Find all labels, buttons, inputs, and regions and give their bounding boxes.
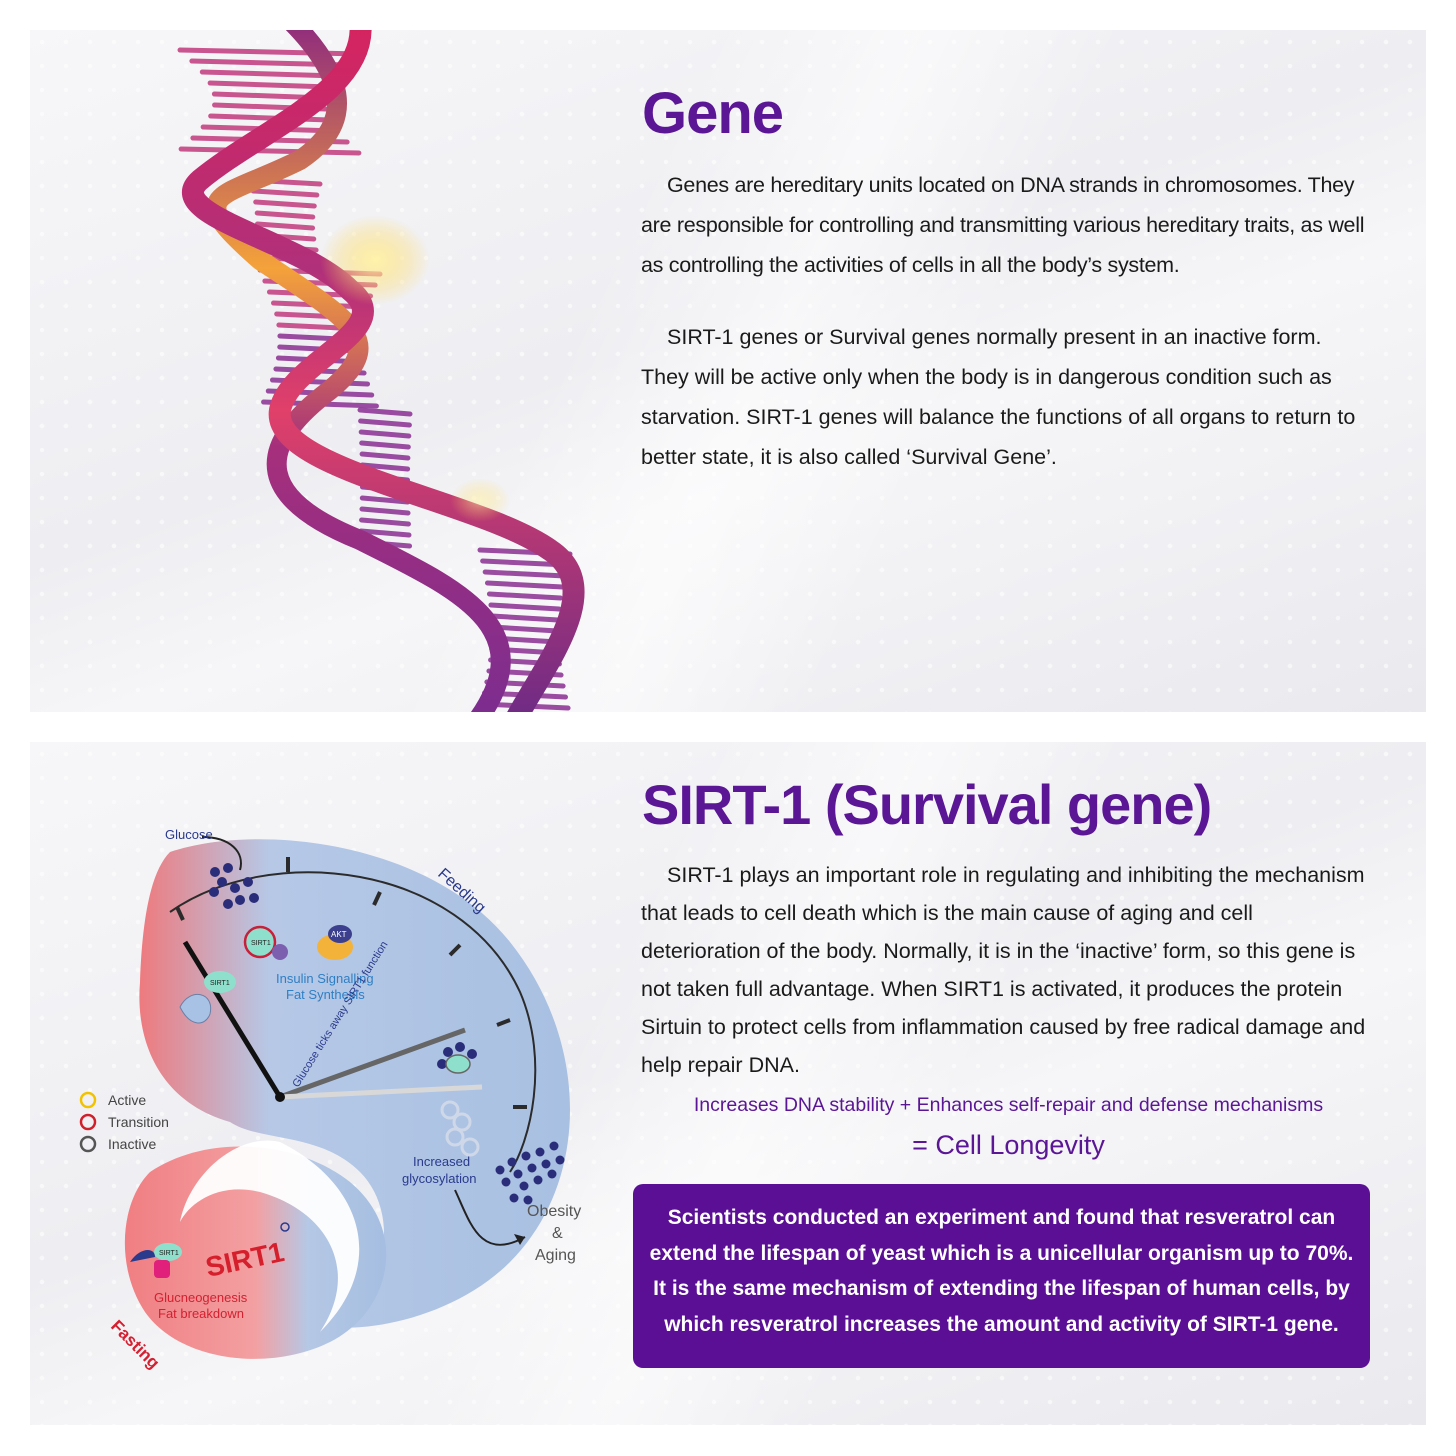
gene-paragraph-2: SIRT-1 genes or Survival genes normally … — [641, 325, 1356, 469]
aging-label: Aging — [535, 1247, 576, 1264]
dna-strand-front — [182, 30, 585, 712]
dna-rung — [199, 69, 341, 79]
dna-rung — [489, 624, 561, 634]
dna-rung — [177, 47, 363, 57]
sirt1-active-protein — [204, 971, 236, 993]
gene-title: Gene — [642, 81, 784, 146]
legend-transition: Transition — [108, 1114, 169, 1130]
gene-section: Gene Genes are hereditary units located … — [30, 30, 1426, 712]
sirt1-paragraph: SIRT-1 plays an important role in regula… — [641, 863, 1366, 1077]
legend-inactive: Inactive — [108, 1136, 156, 1152]
akt-protein-head — [328, 925, 352, 943]
obesity-arrow — [454, 1189, 526, 1246]
sirt1-logo-dot — [280, 1222, 290, 1232]
sirt1-protein-label: SIRT1 — [251, 940, 271, 947]
dna-glow — [320, 215, 430, 305]
sirt1-tagline: Increases DNA stability + Enhances self-… — [693, 1094, 1324, 1116]
experiment-callout: Scientists conducted an experiment and f… — [633, 1184, 1370, 1368]
sirt1-inactive-cluster — [437, 1042, 477, 1074]
akt-label: AKT — [331, 930, 347, 939]
dna-strand-back — [206, 30, 511, 712]
glucose-arrow — [201, 836, 242, 871]
obesity-arrowhead — [514, 1234, 525, 1245]
legend-inactive-icon — [79, 1135, 97, 1153]
gene-paragraph-1: Genes are hereditary units located on DN… — [641, 173, 1365, 277]
clock-arc — [169, 871, 537, 1173]
dna-sparkle — [450, 478, 510, 522]
dna-rung — [359, 462, 411, 472]
increased-label: Increased — [413, 1154, 470, 1169]
dna-rung — [358, 528, 412, 538]
dna-rung — [253, 199, 317, 209]
legend-transition-icon — [79, 1113, 97, 1131]
yin-yang-divider — [180, 1140, 360, 1332]
clock-hand-hour — [182, 940, 283, 1099]
fasting-label: Fasting — [107, 1316, 163, 1372]
dna-rung — [489, 613, 561, 623]
glucose-cluster-top — [209, 863, 259, 909]
legend-active: Active — [108, 1092, 146, 1108]
dna-rung — [207, 80, 333, 90]
dna-rung — [178, 146, 362, 156]
sirt1-transition-protein — [243, 925, 277, 959]
dna-rung — [208, 113, 332, 123]
fat-synthesis-label: Fat Synthesis — [286, 987, 365, 1002]
dna-rung — [358, 429, 412, 439]
dna-rung — [359, 451, 411, 461]
glucneogenesis-label: Glucneogenesis — [154, 1290, 248, 1305]
dna-helix-illustration — [177, 30, 585, 712]
insulin-signalling-label: Insulin Signalling — [276, 971, 374, 986]
glucose-label: Glucose — [165, 827, 213, 842]
legend-active-icon — [79, 1091, 97, 1109]
sirt1-active-label: SIRT1 — [210, 980, 230, 987]
clock-ticks — [175, 857, 527, 1109]
dna-rung — [254, 221, 316, 231]
fat-breakdown-label: Fat breakdown — [158, 1306, 244, 1321]
dna-rung — [359, 506, 411, 516]
sirt1-fasting-protein — [154, 1243, 182, 1261]
dna-rung — [254, 210, 316, 220]
receptor-shape — [179, 993, 212, 1024]
dna-rung — [358, 418, 412, 428]
dna-rung — [359, 517, 411, 527]
dna-rung — [250, 188, 320, 198]
dna-rung — [359, 495, 411, 505]
sirt1-fasting-label: SIRT1 — [159, 1250, 179, 1257]
clock-hand-second — [279, 1084, 483, 1100]
obesity-label: Obesity — [527, 1203, 581, 1220]
dna-rung — [486, 591, 564, 601]
fasting-protein-blue — [130, 1250, 155, 1262]
cell-longevity: = Cell Longevity — [912, 1130, 1105, 1160]
fasting-protein-pink — [154, 1260, 170, 1278]
clock-center — [275, 1092, 285, 1102]
akt-small-protein — [272, 944, 288, 960]
clock-hand-minute — [279, 1027, 466, 1100]
dna-rung — [357, 407, 413, 417]
legend: Active Transition Inactive — [79, 1091, 169, 1153]
dna-rung — [488, 602, 562, 612]
sirt1-section: Glucose Feeding SIRT1 AKT Insulin Signal… — [30, 742, 1426, 1425]
dna-rung — [484, 580, 566, 590]
glycosylation-label: glycosylation — [402, 1171, 476, 1186]
ampersand-label: & — [552, 1225, 563, 1242]
dna-rung — [359, 440, 411, 450]
sirt1-clock-diagram: Glucose Feeding SIRT1 AKT Insulin Signal… — [79, 827, 581, 1373]
sirt1-title: SIRT-1 (Survival gene) — [642, 773, 1212, 836]
glucose-cluster-glycosylation — [495, 1141, 565, 1205]
degraded-protein — [440, 1100, 480, 1157]
dna-rung — [482, 569, 568, 579]
